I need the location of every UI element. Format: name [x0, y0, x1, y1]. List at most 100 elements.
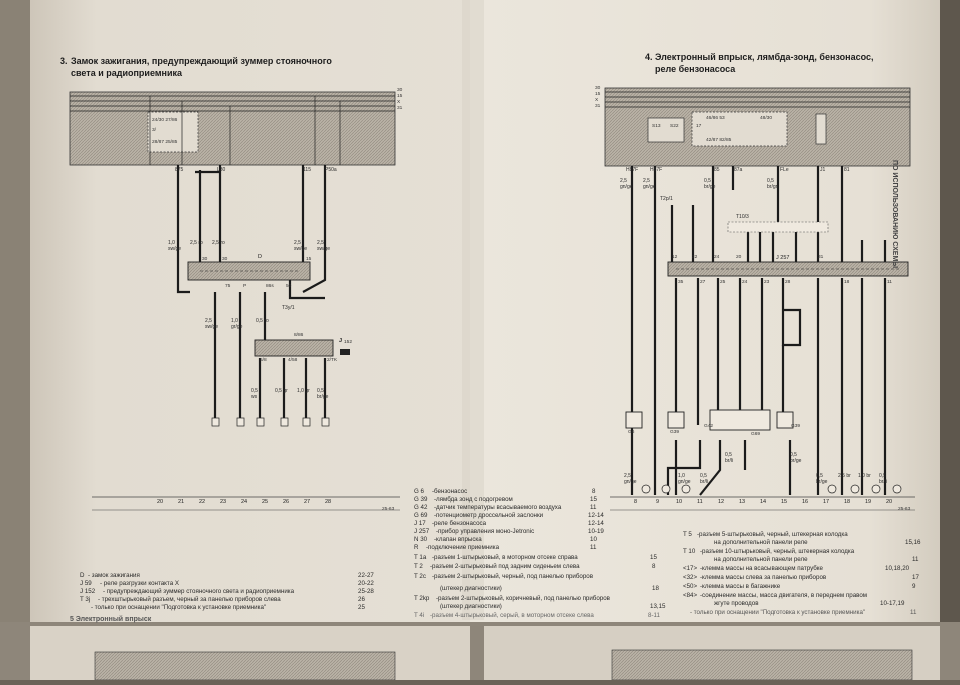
legend-desc: -клемма массы на всасывающем патрубке	[700, 565, 823, 572]
wire-spec: 0,5 br/li	[700, 473, 709, 485]
relay-pin-label: S13	[652, 124, 661, 129]
grid-number: 15	[781, 499, 788, 505]
grid-number: 28	[325, 499, 332, 505]
legend-code: J 59	[80, 580, 92, 587]
grid-number: 11	[697, 499, 703, 505]
relay-pin-label: 3/	[152, 128, 157, 133]
right-title-line1: Электронный впрыск, лямбда-зонд, бензона…	[655, 52, 874, 62]
grid-number: 23	[220, 499, 227, 505]
grid-number: 19	[865, 499, 872, 505]
legend-desc: -датчик температуры всасываемого воздуха	[434, 504, 562, 511]
switch-pin: 30	[222, 257, 228, 262]
wire-code: 87a	[734, 167, 743, 173]
grid-number: 18	[844, 499, 851, 505]
buzzer-box	[254, 339, 350, 357]
wire-code: L30	[217, 167, 226, 173]
wire-spec: 0,5 gr	[275, 388, 288, 394]
ignition-switch-box	[187, 261, 311, 281]
right-title-line2: реле бензонасоса	[655, 64, 736, 74]
left-grid-scale	[92, 496, 400, 511]
j257-pin: 24	[714, 255, 720, 260]
wire-code: FLe	[780, 167, 789, 173]
wire-spec: 2,5 ro	[212, 240, 225, 246]
legend-desc: -бензонасос	[432, 488, 468, 495]
j257-pin: 28	[785, 280, 791, 285]
grid-number: 24	[241, 499, 248, 505]
right-grid-scale	[610, 496, 915, 511]
wire-spec: 2,5 br	[838, 473, 851, 479]
legend-ref: 8	[652, 563, 656, 570]
legend-desc: на дополнительной панели реле	[714, 539, 808, 546]
legend-code: <32>	[683, 574, 698, 581]
legend-ref: 8	[592, 488, 596, 495]
page-ref: 25-63	[382, 507, 395, 512]
left-wiring	[176, 165, 327, 420]
wire-code: 115	[303, 167, 311, 173]
grid-number: 10	[676, 499, 683, 505]
busbar-label: X	[397, 100, 401, 105]
switch-pin: 50	[286, 284, 292, 289]
wire-spec: 2,5 gn/ge	[624, 473, 637, 485]
wire-spec: 1,0 gr/ge	[231, 318, 243, 330]
wire-spec: 2,5 gn/ge	[643, 178, 656, 190]
wire-spec: 2,5 ro	[190, 240, 203, 246]
legend-desc: - реле разгрузки контакта X	[100, 580, 179, 587]
legend-desc: (штекер диагностики)	[440, 585, 502, 592]
wire-spec: 0,5 br/li	[725, 452, 734, 464]
relay-pin-label: 42/87 82/85	[706, 138, 732, 143]
left-fuse-relay-panel	[69, 91, 396, 166]
legend-code: G 39	[414, 496, 428, 503]
legend-desc: -подключение приемника	[426, 544, 500, 551]
legend-desc: - замок зажигания	[88, 572, 140, 579]
wire-spec: 0,5 ws	[251, 388, 258, 400]
wire-spec: 0,5 br/ge	[317, 388, 329, 400]
legend-desc: -потенциометр дроссельной заслонки	[434, 512, 544, 519]
legend-desc: -разъем 10-штырьковый, черный, штекерная…	[700, 548, 855, 555]
switch-pin: 86s	[266, 284, 274, 289]
legend-desc: -разъем 4-штырьковый, серый, в моторном …	[430, 612, 594, 619]
switch-pin: P	[243, 284, 247, 289]
legend-code: T 5	[683, 531, 692, 538]
wire-spec: 0,5 br/li	[879, 473, 888, 485]
j257-pin: 22	[692, 255, 698, 260]
wire-code: J1	[820, 167, 826, 173]
j257-pin: 27	[700, 280, 706, 285]
next-section-heading: 5 Электронный впрыск	[70, 616, 152, 623]
legend-code: N 30	[414, 536, 428, 543]
legend-code: J 257	[414, 528, 430, 535]
legend-ref: 10	[590, 536, 597, 543]
legend-code: G 6	[414, 488, 424, 495]
legend-code: T 10	[683, 548, 696, 555]
legend-desc: - только при оснащении "Подготовка к уст…	[91, 604, 267, 611]
legend-ref: 22-27	[358, 572, 374, 579]
wire-spec: 2,5 sw/ge	[317, 240, 331, 252]
busbar-label: 15	[397, 94, 403, 99]
legend-ref: 8-11	[648, 612, 660, 619]
legend-desc: -разъем 2-штырьковый, черный, под панель…	[432, 573, 594, 580]
buzzer-pin: 5/8	[260, 358, 267, 363]
j257-pin: 20	[736, 255, 742, 260]
relay-pin-label: 17	[696, 124, 702, 129]
legend-desc: -лямбда зонд с подогревом	[434, 496, 513, 503]
legend-desc: -разъем 2-штырьковый, коричневый, под па…	[436, 595, 610, 602]
buzzer-pin: 8/86	[294, 333, 304, 338]
legend-desc: -клемма массы слева за панелью приборов	[700, 574, 827, 581]
page-ref: 25-63	[898, 507, 911, 512]
switch-pin: 75	[225, 284, 231, 289]
legend-desc: -разъем 1-штырьковый, в моторном отсеке …	[432, 554, 578, 561]
wire-spec: 0,5 br/ge	[790, 452, 802, 464]
grid-number: 27	[304, 499, 311, 505]
legend-ref: 17	[912, 574, 919, 581]
grid-number: 20	[886, 499, 893, 505]
legend-desc: - трехштырьковый разъем, черный за панел…	[98, 596, 281, 603]
legend-ref: 26	[358, 596, 365, 603]
grid-number: 21	[178, 499, 185, 505]
legend-desc: -реле бензонасоса	[432, 520, 487, 527]
legend-code: T 1a	[414, 554, 427, 561]
legend-code: T 3j	[80, 596, 91, 603]
legend-ref: 11	[910, 609, 917, 616]
relay-pin-label: 28/87 25/85	[152, 140, 178, 145]
component-label: G39	[670, 430, 680, 435]
